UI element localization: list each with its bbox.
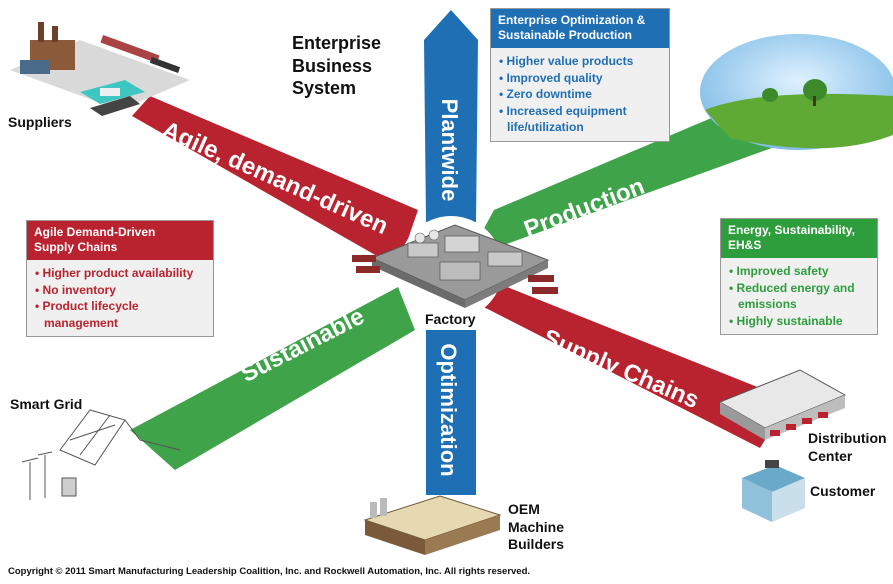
list-item: Higher value products — [499, 54, 663, 70]
suppliers-label: Suppliers — [8, 114, 72, 130]
optimization-arm-label: Optimization — [436, 343, 461, 476]
distribution-center-label: Distribution Center — [808, 430, 887, 465]
suppliers-illustration — [10, 22, 190, 116]
box-title-line: Energy, Sustainability, — [728, 223, 855, 237]
box-title-line: Enterprise Optimization & — [498, 13, 646, 27]
box-title-line: Agile Demand-Driven — [34, 225, 156, 239]
oem-line-2: Machine — [508, 518, 565, 535]
list-item: Increased equipment — [499, 104, 663, 120]
enterprise-optimization-list: Higher value products Improved quality Z… — [491, 48, 669, 141]
enterprise-optimization-box: Enterprise Optimization & Sustainable Pr… — [490, 8, 670, 142]
list-item: Higher product availability — [35, 266, 207, 282]
plantwide-arm — [424, 10, 478, 222]
agile-supply-chains-list: Higher product availability No inventory… — [27, 260, 213, 336]
oem-line-3: Builders — [508, 536, 565, 552]
energy-sustainability-box: Energy, Sustainability, EH&S Improved sa… — [720, 218, 878, 336]
box-title-line: EH&S — [728, 238, 762, 252]
distribution-center-line-1: Distribution — [808, 430, 887, 446]
title-line-1: Enterprise — [292, 33, 382, 53]
box-title-line: Sustainable Production — [498, 28, 633, 42]
agile-supply-chains-box-title: Agile Demand-Driven Supply Chains — [27, 221, 213, 260]
oem-line-1: OEM — [508, 501, 540, 517]
energy-sustainability-box-title: Energy, Sustainability, EH&S — [721, 219, 877, 258]
smart-grid-illustration — [21, 409, 181, 500]
customer-illustration — [742, 460, 805, 522]
oem-label: OEM Machine Builders — [508, 501, 564, 554]
title-line-3: System — [292, 78, 357, 98]
list-item: Improved quality — [499, 71, 663, 87]
list-item: Reduced energy and — [729, 281, 871, 297]
list-item: Highly sustainable — [729, 314, 871, 330]
agile-arm — [132, 96, 418, 268]
production-arm — [468, 108, 780, 258]
list-item: Zero downtime — [499, 87, 663, 103]
copyright-notice: Copyright © 2011 Smart Manufacturing Lea… — [8, 566, 531, 577]
smart-grid-label: Smart Grid — [10, 396, 83, 412]
factory-label: Factory — [425, 311, 476, 327]
supply-chains-arm — [470, 285, 790, 448]
list-item: life/utilization — [507, 120, 584, 135]
list-item: No inventory — [35, 283, 207, 299]
sustainable-arm — [130, 287, 415, 470]
list-item: Improved safety — [729, 264, 871, 280]
distribution-center-illustration — [718, 369, 847, 440]
landscape-illustration — [700, 34, 893, 150]
factory-illustration — [352, 216, 558, 320]
distribution-center-line-2: Center — [808, 447, 853, 464]
customer-label: Customer — [810, 483, 876, 499]
list-item: Product lifecycle — [35, 299, 207, 315]
list-item: management — [44, 315, 119, 330]
agile-supply-chains-box: Agile Demand-Driven Supply Chains Higher… — [26, 220, 214, 338]
list-item: emissions — [738, 297, 797, 312]
title-line-2: Business — [292, 55, 373, 76]
energy-sustainability-list: Improved safety Reduced energy and emiss… — [721, 258, 877, 334]
optimization-arm — [426, 330, 476, 495]
enterprise-optimization-box-title: Enterprise Optimization & Sustainable Pr… — [491, 9, 669, 48]
enterprise-business-system-title: Enterprise Business System — [292, 32, 381, 100]
plantwide-arm-label: Plantwide — [437, 99, 462, 202]
box-title-line: Supply Chains — [34, 240, 118, 254]
oem-illustration — [363, 495, 502, 555]
